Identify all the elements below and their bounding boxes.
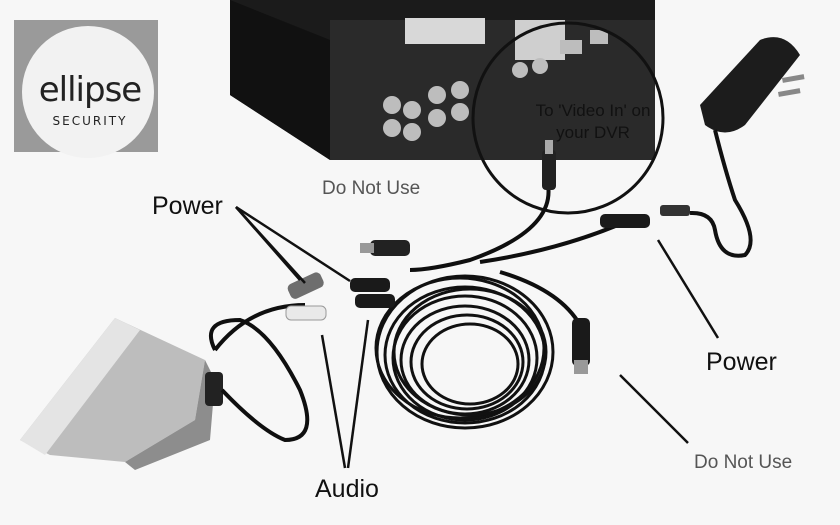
do-not-use-label-bottom: Do Not Use [694,452,793,473]
power-label-left: Power [152,192,223,220]
do-not-use-label-top: Do Not Use [322,178,421,199]
logo-subtitle: SECURITY [52,114,128,128]
audio-label: Audio [315,475,379,503]
logo-wordmark: ellipse [38,70,142,110]
logo-circle: ellipse SECURITY [22,26,154,158]
dvr-unit [230,0,655,160]
pointer-lines [235,205,720,469]
dvr-video-in-label: To 'Video In' on your DVR [518,100,668,144]
connectors [285,140,650,374]
dvr-label-line-1: To 'Video In' on [535,101,651,120]
highlight-circle [471,21,665,215]
ellipse-security-logo: ellipse SECURITY [14,20,158,158]
power-label-right: Power [706,348,777,376]
camera [20,318,223,470]
dvr-label-line-2: your DVR [556,123,630,142]
power-adapter [660,37,805,258]
cable-coil [374,274,555,430]
